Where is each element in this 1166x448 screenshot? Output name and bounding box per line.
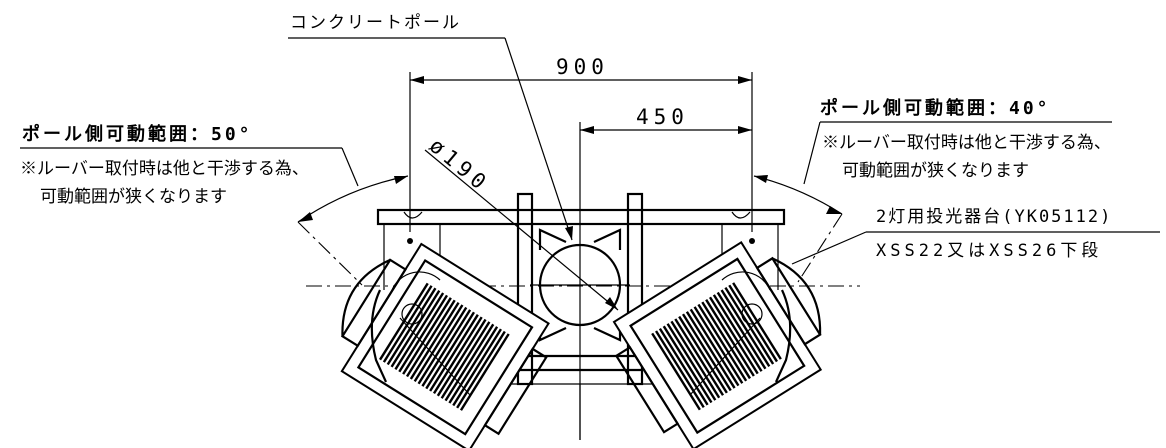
concrete-pole [530, 228, 630, 342]
left-range-note: ポール側可動範囲：50° ※ルーバー取付時は他と干渉する為、 可動範囲が狭くなり… [20, 123, 359, 207]
right-note-line-2: 可動範囲が狭くなります [842, 161, 1029, 181]
pole-label: コンクリートポール [290, 13, 461, 33]
range-arcs [297, 175, 860, 287]
dimension-450: 450 [579, 105, 752, 440]
mount-bracket [376, 178, 786, 440]
dim-diameter-label: ø190 [425, 133, 494, 197]
left-floodlight-fins [379, 282, 510, 411]
dim-900-label: 900 [556, 55, 609, 79]
left-axis-line [399, 317, 471, 396]
right-note-line-1: ※ルーバー取付時は他と干渉する為、 [822, 133, 1111, 153]
right-range-note: ポール側可動範囲：40° ※ルーバー取付時は他と干渉する為、 可動範囲が狭くなり… [803, 97, 1112, 185]
left-floodlight-base [370, 271, 441, 383]
right-axis-line [689, 317, 761, 396]
mount-label-line-2: XSS22又はXSS26下段 [876, 241, 1102, 261]
left-range-title: ポール側可動範囲：50° [22, 123, 253, 145]
right-floodlight-fins [651, 282, 782, 411]
mount-callout: 2灯用投光器台(YK05112) XSS22又はXSS26下段 [791, 207, 1160, 265]
dimension-900: 900 [409, 55, 753, 178]
pole-callout: コンクリートポール [288, 13, 573, 241]
right-floodlight [612, 241, 823, 448]
left-note-line-2: 可動範囲が狭くなります [40, 187, 227, 207]
mount-label-line-1: 2灯用投光器台(YK05112) [876, 207, 1112, 227]
left-floodlight [340, 242, 550, 448]
left-note-line-1: ※ルーバー取付時は他と干渉する為、 [20, 159, 309, 179]
right-floodlight-base [721, 271, 792, 383]
dim-450-label: 450 [636, 105, 689, 129]
right-range-title: ポール側可動範囲：40° [820, 97, 1051, 119]
